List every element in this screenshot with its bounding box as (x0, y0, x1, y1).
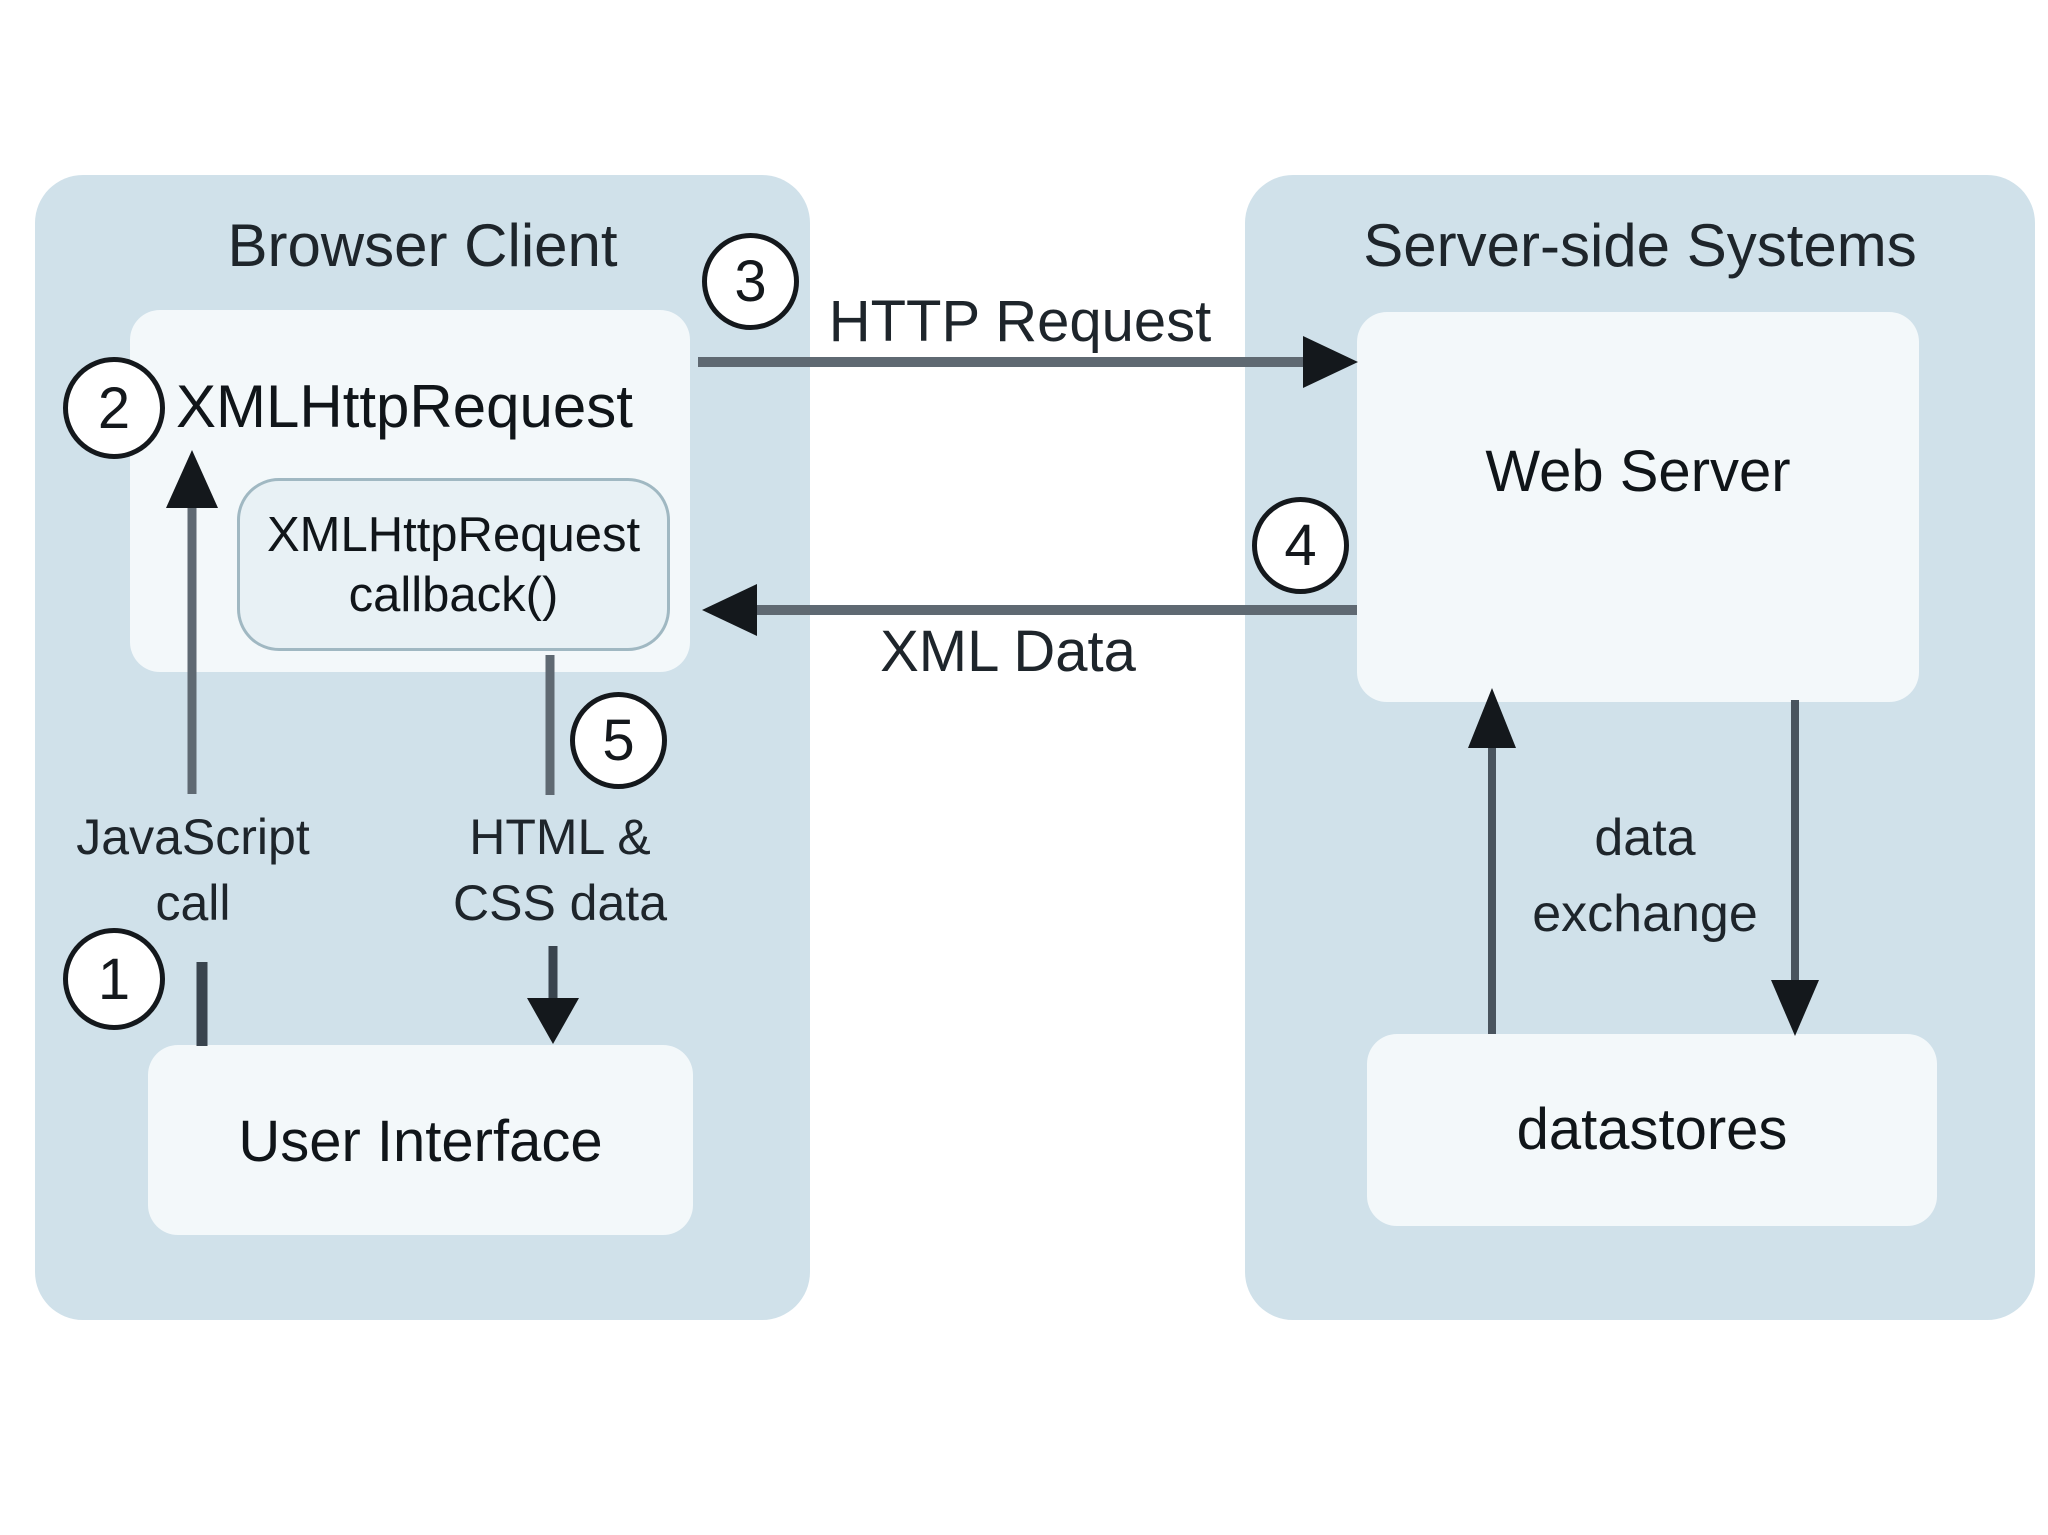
web-server-label: Web Server (1485, 439, 1791, 504)
javascript-call-label-line2: call (155, 875, 231, 931)
step-circle-1: 1 (63, 928, 165, 1030)
server-side-title: Server-side Systems (1363, 212, 1917, 279)
htmlcss-label: HTML & CSS data (400, 804, 720, 936)
user-interface-box (148, 1045, 693, 1235)
xmlhttprequest-label: XMLHttpRequest (176, 373, 633, 440)
data-exchange-up-arrowhead (1468, 688, 1516, 748)
step-circle-5: 5 (570, 692, 667, 789)
data-exchange-label-line2: exchange (1532, 885, 1758, 943)
htmlcss-arrowhead (527, 998, 579, 1044)
http-request-label: HTTP Request (828, 289, 1212, 354)
datastores-box (1367, 1034, 1937, 1226)
browser-client-title: Browser Client (227, 212, 618, 279)
xhr-callback-box: XMLHttpRequest callback() (237, 478, 670, 651)
web-server-box (1357, 312, 1919, 702)
step-circle-4: 4 (1252, 497, 1349, 594)
http-request-arrowhead (1303, 336, 1358, 388)
datastores-label: datastores (1516, 1097, 1788, 1162)
htmlcss-label-line1: HTML & (469, 809, 651, 865)
xhr-callback-line1: XMLHttpRequest (266, 507, 641, 562)
data-exchange-down-arrowhead (1771, 980, 1819, 1036)
htmlcss-label-line2: CSS data (452, 875, 667, 931)
step-circle-3: 3 (702, 233, 799, 330)
data-exchange-label: data exchange (1485, 800, 1805, 952)
xml-data-label: XML Data (880, 619, 1136, 684)
data-exchange-label-line1: data (1594, 809, 1696, 867)
javascript-call-arrowhead (166, 450, 218, 508)
xhr-callback-line2: callback() (348, 567, 559, 622)
step-circle-2: 2 (63, 357, 165, 459)
javascript-call-label: JavaScript call (33, 804, 353, 936)
xml-data-arrowhead (702, 584, 757, 636)
user-interface-label: User Interface (238, 1109, 603, 1174)
javascript-call-label-line1: JavaScript (76, 809, 310, 865)
